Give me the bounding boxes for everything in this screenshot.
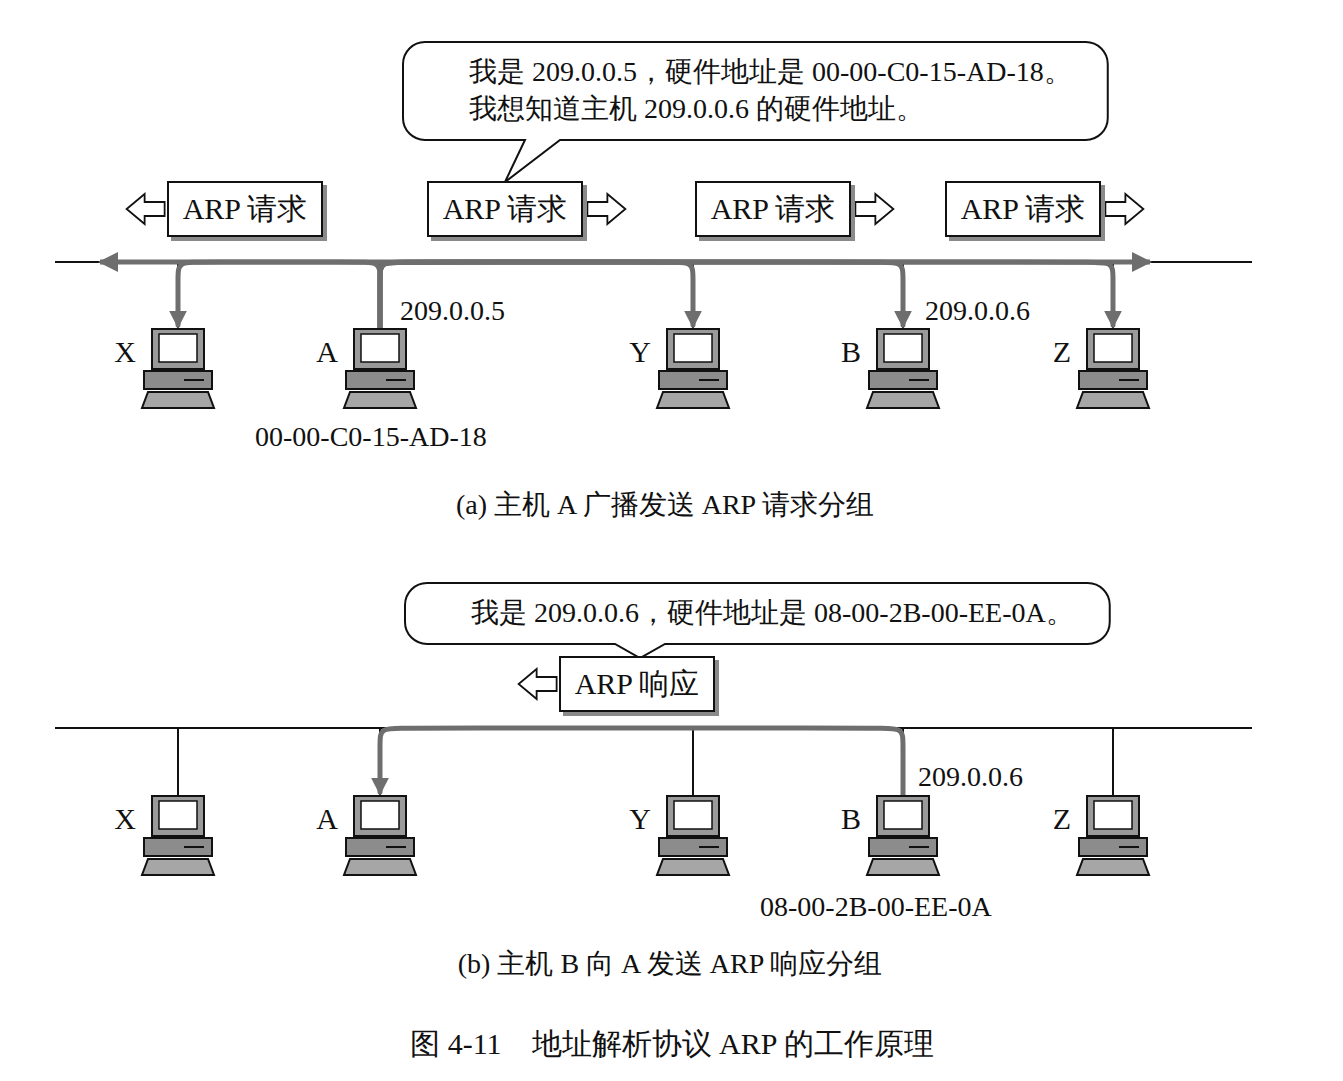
host-computer: X: [140, 795, 216, 877]
host-computer: X: [140, 328, 216, 410]
direction-arrow: [127, 194, 165, 224]
node-text: ARP 请求: [443, 190, 568, 228]
computer-icon: [1075, 328, 1151, 410]
computer-icon: [140, 795, 216, 877]
packet-box: ARP 请求: [945, 181, 1102, 237]
host-computer: Y: [655, 328, 731, 410]
sub-caption: (b) 主机 B 向 A 发送 ARP 响应分组: [458, 947, 882, 981]
node-text: X: [114, 334, 136, 370]
arp-flow-arrow: [178, 262, 380, 328]
packet-box: ARP 响应: [559, 656, 716, 712]
bus-line: [55, 262, 1252, 795]
arp-flow-arrow: [380, 262, 903, 328]
arp-flow-arrow: [380, 262, 693, 328]
computer-icon: [865, 328, 941, 410]
direction-arrow: [587, 194, 625, 224]
host-computer: Z: [1075, 795, 1151, 877]
node-text: X: [114, 801, 136, 837]
node-text: ARP 请求: [961, 190, 1086, 228]
node-text: ARP 请求: [711, 190, 836, 228]
computer-icon: [865, 795, 941, 877]
node-text: A: [316, 801, 338, 837]
address-label: 209.0.0.6: [925, 294, 1030, 328]
address-label: 209.0.0.6: [918, 760, 1023, 794]
node-text: 我是 209.0.0.6，硬件地址是 08-00-2B-00-EE-0A。: [471, 595, 1074, 632]
node-text: Y: [629, 801, 651, 837]
host-computer: A: [342, 795, 418, 877]
node-text: ARP 响应: [575, 665, 700, 703]
direction-arrow: [519, 669, 557, 699]
computer-icon: [655, 795, 731, 877]
computer-icon: [655, 328, 731, 410]
arp-flow-arrow: [380, 262, 1113, 328]
host-computer: B: [865, 795, 941, 877]
node-text: A: [316, 334, 338, 370]
node-text: 我想知道主机 209.0.0.6 的硬件地址。: [469, 91, 1072, 128]
figure-caption: 图 4-11 地址解析协议 ARP 的工作原理: [410, 1026, 934, 1062]
computer-icon: [342, 328, 418, 410]
computer-icon: [140, 328, 216, 410]
arp-flow-arrow: [380, 728, 903, 795]
node-text: 我是 209.0.0.5，硬件地址是 00-00-C0-15-AD-18。: [469, 54, 1072, 91]
speech-callout: 我是 209.0.0.5，硬件地址是 00-00-C0-15-AD-18。我想知…: [403, 42, 1108, 140]
packet-box: ARP 请求: [695, 181, 852, 237]
node-text: Z: [1053, 334, 1071, 370]
host-computer: Y: [655, 795, 731, 877]
node-text: ARP 请求: [183, 190, 308, 228]
address-label: 209.0.0.5: [400, 294, 505, 328]
packet-box: ARP 请求: [427, 181, 584, 237]
computer-icon: [342, 795, 418, 877]
node-text: B: [841, 801, 861, 837]
node-text: B: [841, 334, 861, 370]
packet-box: ARP 请求: [167, 181, 324, 237]
node-text: Y: [629, 334, 651, 370]
sub-caption: (a) 主机 A 广播发送 ARP 请求分组: [456, 488, 874, 522]
host-computer: B: [865, 328, 941, 410]
address-label: 08-00-2B-00-EE-0A: [760, 890, 992, 924]
direction-arrow: [855, 194, 893, 224]
speech-callout: 我是 209.0.0.6，硬件地址是 08-00-2B-00-EE-0A。: [405, 583, 1110, 644]
address-label: 00-00-C0-15-AD-18: [255, 420, 487, 454]
host-computer: A: [342, 328, 418, 410]
direction-arrow: [1105, 194, 1143, 224]
computer-icon: [1075, 795, 1151, 877]
node-text: Z: [1053, 801, 1071, 837]
host-computer: Z: [1075, 328, 1151, 410]
